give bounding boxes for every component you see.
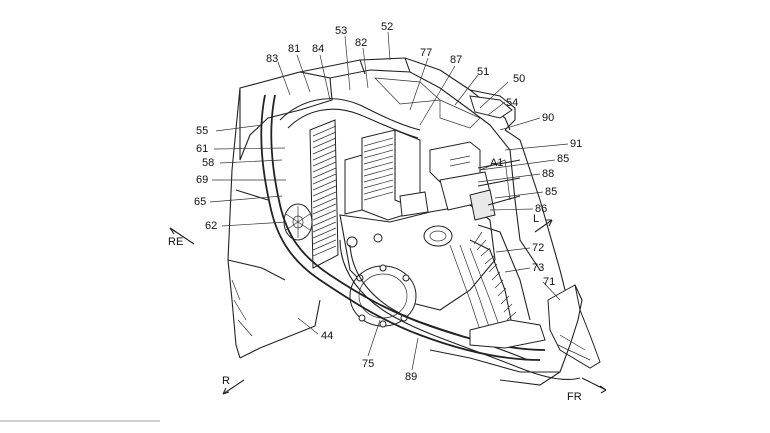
label-58: 58 xyxy=(202,157,214,169)
label-83: 83 xyxy=(266,53,278,65)
engine-block xyxy=(339,204,496,328)
label-62: 62 xyxy=(205,220,217,232)
label-65: 65 xyxy=(194,196,206,208)
label-69: 69 xyxy=(196,174,208,186)
leader-lines xyxy=(209,31,569,371)
left-body-panel xyxy=(227,71,333,359)
label-72: 72 xyxy=(532,242,544,254)
direction-l: L xyxy=(533,213,539,225)
label-75: 75 xyxy=(362,358,374,370)
label-90: 90 xyxy=(542,112,554,124)
label-87: 87 xyxy=(450,54,462,66)
label-77: 77 xyxy=(420,47,432,59)
cooling-fan xyxy=(283,203,313,241)
front-right-panel xyxy=(429,284,601,386)
label-89: 89 xyxy=(405,371,417,383)
label-84: 84 xyxy=(312,43,324,55)
direction-re: RE xyxy=(168,236,183,248)
label-53: 53 xyxy=(335,25,347,37)
label-55: 55 xyxy=(196,125,208,137)
label-51: 51 xyxy=(477,66,489,78)
top-cover xyxy=(299,57,516,131)
label-44: 44 xyxy=(321,330,333,342)
label-85-lower: 85 xyxy=(545,186,557,198)
label-54: 54 xyxy=(506,97,518,109)
direction-r: R xyxy=(222,375,230,387)
label-73: 73 xyxy=(532,262,544,274)
label-52: 52 xyxy=(381,21,393,33)
right-components xyxy=(399,141,521,221)
label-50: 50 xyxy=(513,73,525,85)
label-A1: A1 xyxy=(490,157,503,169)
right-side-panel xyxy=(479,124,566,291)
label-91: 91 xyxy=(570,138,582,150)
corrugated-duct xyxy=(469,224,531,326)
direction-arrows xyxy=(169,219,607,395)
label-61: 61 xyxy=(196,143,208,155)
label-88: 88 xyxy=(542,168,554,180)
label-81: 81 xyxy=(288,43,300,55)
label-71: 71 xyxy=(543,276,555,288)
radiator-core xyxy=(309,119,339,269)
label-86: 86 xyxy=(535,203,547,215)
callout-labels: 53 52 82 81 84 83 77 87 51 50 54 90 55 9… xyxy=(194,21,582,383)
direction-labels: RE L R FR xyxy=(168,213,582,403)
label-85-upper: 85 xyxy=(557,153,569,165)
label-82: 82 xyxy=(355,37,367,49)
direction-fr: FR xyxy=(567,391,582,403)
